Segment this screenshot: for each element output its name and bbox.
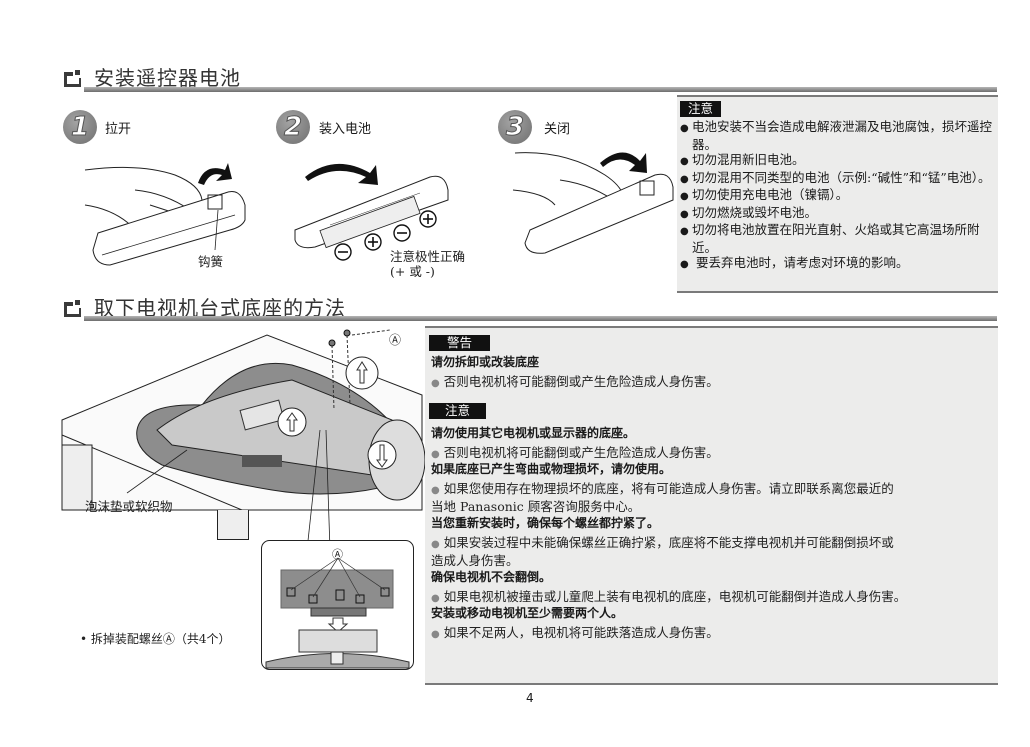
- caution-item: 切勿使用充电电池（镍镉）。: [680, 187, 996, 205]
- down-arrow-icon: [327, 617, 349, 633]
- step-2-badge: 2: [276, 110, 310, 144]
- caution-heading: 安装或移动电视机至少需要两个人。: [431, 606, 624, 620]
- caution-item-continued: 当地 Panasonic 顾客咨询服务中心。: [431, 499, 641, 514]
- up-arrow-icon: [286, 412, 298, 432]
- warning-tag: 警告: [429, 335, 491, 351]
- remote-open-illustration: [84, 163, 246, 266]
- battery-caution-list: 电池安装不当会造成电解液泄漏及电池腐蚀，损坏遥控器。 切勿混用新旧电池。 切勿混…: [680, 119, 996, 273]
- step-3-badge: 3: [498, 110, 532, 144]
- step-number: 1: [70, 112, 90, 143]
- hook-callout: 钩簧: [198, 254, 224, 269]
- step-3-label: 关闭: [544, 122, 571, 137]
- caution-item: ●如果电视机被撞击或儿童爬上装有电视机的底座，电视机可能翻倒并造成人身伤害。: [431, 589, 907, 604]
- caution-item-text: 如果安装过程中未能确保螺丝正确拧紧，底座将不能支撑电视机并可能翻倒损坏或: [443, 535, 894, 550]
- warning-item-text: 否则电视机将可能翻倒或产生危险造成人身伤害。: [443, 374, 719, 389]
- caution-item: ●如果您使用存在物理损坏的底座，将有可能造成人身伤害。请立即联系离您最近的: [431, 481, 894, 496]
- caution-item: ●如果不足两人，电视机将可能跌落造成人身伤害。: [431, 625, 719, 640]
- caution-item-text: 如果您使用存在物理损坏的底座，将有可能造成人身伤害。请立即联系离您最近的: [443, 481, 894, 496]
- foam-label: 泡沫垫或软织物: [85, 499, 173, 514]
- polarity-callout-note: (+ 或 -): [390, 264, 435, 279]
- arrow-icon: [305, 163, 378, 185]
- caution-item: 要丢弃电池时，请考虑对环境的影响。: [680, 255, 996, 273]
- caution-item: 切勿燃烧或毁坏电池。: [680, 205, 996, 223]
- battery-caution-panel: 注意 电池安装不当会造成电解液泄漏及电池腐蚀，损坏遥控器。 切勿混用新旧电池。 …: [677, 95, 998, 293]
- polarity-plus-icon: [364, 233, 382, 251]
- stand-safety-panel: 警告 请勿拆卸或改装底座 ●否则电视机将可能翻倒或产生危险造成人身伤害。 注意 …: [425, 326, 998, 685]
- caution-item: ●如果安装过程中未能确保螺丝正确拧紧，底座将不能支撑电视机并可能翻倒损坏或: [431, 535, 894, 550]
- caution-heading: 当您重新安装时，确保每个螺丝都拧紧了。: [431, 516, 660, 530]
- page-number: 4: [526, 691, 534, 705]
- caution-item-continued: 造成人身伤害。: [431, 553, 519, 568]
- section-title: 安装遥控器电池: [94, 66, 241, 90]
- polarity-callout: 注意极性正确: [390, 249, 466, 264]
- section-heading-battery: 安装遥控器电池: [62, 60, 1002, 96]
- step-1-badge: 1: [63, 110, 97, 144]
- remote-battery-illustration: [294, 163, 449, 249]
- caution-item: 电池安装不当会造成电解液泄漏及电池腐蚀，损坏遥控器。: [680, 119, 996, 152]
- screw-a-label: Ⓐ: [389, 333, 402, 347]
- step-number: 3: [505, 112, 525, 143]
- caution-item: ●否则电视机将可能翻倒或产生危险造成人身伤害。: [431, 445, 719, 460]
- section-rule: [84, 87, 997, 92]
- caution-item-text: 如果不足两人，电视机将可能跌落造成人身伤害。: [443, 625, 719, 640]
- step-2-label: 装入电池: [319, 122, 372, 137]
- warning-item: ●否则电视机将可能翻倒或产生危险造成人身伤害。: [431, 374, 719, 389]
- down-arrow-icon: [376, 444, 388, 468]
- inset-screw-a-label: Ⓐ: [332, 548, 343, 561]
- caution-item-text: 如果电视机被撞击或儿童爬上装有电视机的底座，电视机可能翻倒并造成人身伤害。: [443, 589, 907, 604]
- section-marker-icon: [64, 70, 81, 87]
- arrow-icon: [600, 152, 647, 173]
- caution-heading: 确保电视机不会翻倒。: [431, 570, 552, 584]
- polarity-minus-icon: [334, 243, 352, 261]
- arrow-icon: [198, 163, 232, 185]
- polarity-minus-icon: [393, 224, 411, 242]
- remove-screws-instruction: • 拆掉装配螺丝Ⓐ（共4个）: [80, 632, 231, 646]
- remote-close-illustration: [512, 152, 674, 254]
- section-marker-icon: [64, 300, 81, 317]
- caution-tag: 注意: [429, 403, 487, 419]
- stand-screws-inset: [261, 540, 414, 670]
- warning-heading: 请勿拆卸或改装底座: [431, 355, 540, 369]
- section-rule: [84, 316, 997, 321]
- caution-heading: 如果底座已产生弯曲或物理损坏，请勿使用。: [431, 462, 672, 476]
- caution-tag: 注意: [680, 101, 722, 117]
- polarity-plus-icon: [419, 210, 437, 228]
- caution-item: 切勿混用新旧电池。: [680, 152, 996, 170]
- caution-item: 切勿混用不同类型的电池（示例:“碱性”和“锰”电池）。: [680, 170, 996, 188]
- step-1-label: 拉开: [105, 122, 132, 137]
- caution-item-text: 否则电视机将可能翻倒或产生危险造成人身伤害。: [443, 445, 719, 460]
- table-leg: [217, 510, 249, 540]
- step-number: 2: [283, 112, 303, 143]
- caution-item: 切勿将电池放置在阳光直射、火焰或其它高温场所附近。: [680, 222, 996, 255]
- caution-heading: 请勿使用其它电视机或显示器的底座。: [431, 426, 636, 440]
- tv-stand-removal-illustration: [61, 329, 426, 551]
- up-arrow-icon: [356, 361, 368, 384]
